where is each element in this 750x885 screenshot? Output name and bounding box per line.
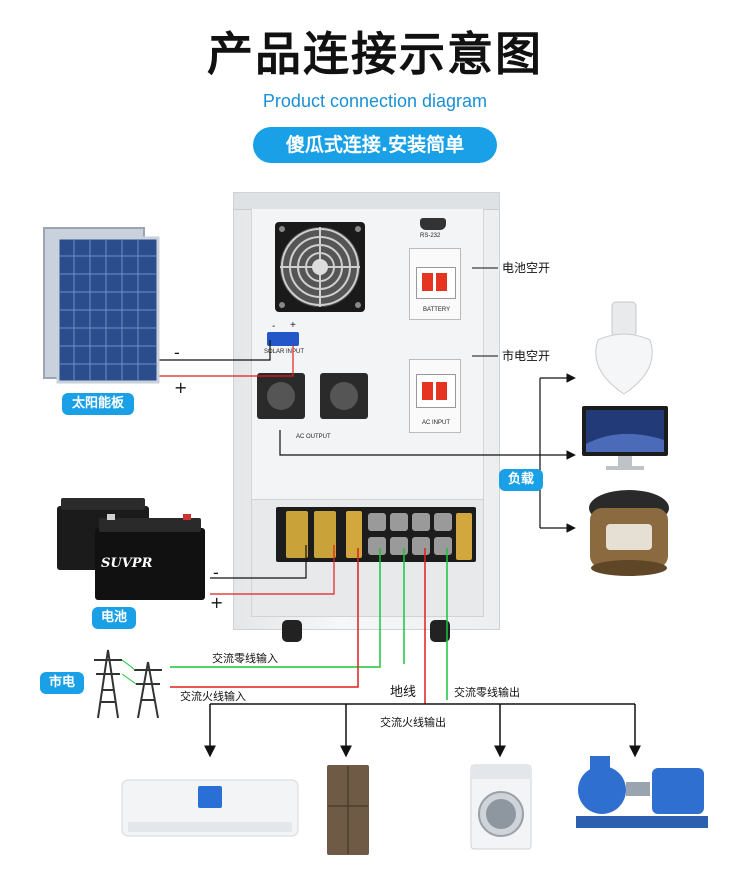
caster-wheel-icon [430, 620, 450, 642]
outlet-socket-icon [330, 382, 358, 410]
ac-output-wire [279, 430, 540, 456]
caster-wheel-icon [282, 620, 302, 642]
solar-neg-mark: - [272, 321, 276, 332]
breaker-toggle-icon[interactable] [422, 382, 433, 400]
terminal-screw-icon [390, 513, 408, 531]
solar-input-terminal [267, 332, 299, 346]
battery-breaker[interactable]: BATTERY [409, 248, 461, 320]
battery-pos-label: + [210, 593, 224, 612]
page-subtitle: Product connection diagram [262, 91, 488, 111]
battery-breaker-label: BATTERY [423, 307, 451, 313]
solar-panel-icon [42, 226, 160, 388]
solar-pos-label: + [174, 378, 188, 397]
battery-pos-wire [210, 545, 335, 595]
ac-input-breaker-label: AC INPUT [422, 420, 451, 426]
solar-neg-label: - [174, 343, 180, 362]
solar-panel-tag: 太阳能板 [62, 393, 134, 415]
rs232-port-icon [420, 218, 446, 230]
inverter-cabinet: RS-232 BATTERY - + SOLAR INPUT AC OUTPUT… [233, 192, 500, 630]
terminal-screw-icon [368, 537, 386, 555]
solar-pos-wire [152, 345, 294, 377]
rs232-label: RS-232 [420, 233, 441, 239]
outlet-socket-icon [267, 382, 295, 410]
battery-lug-icon [286, 511, 308, 558]
air-conditioner-icon [120, 778, 300, 844]
monitor-icon [580, 404, 670, 478]
ac-live-in-wire [170, 548, 359, 688]
terminal-screw-icon [412, 513, 430, 531]
water-pump-icon [572, 738, 712, 842]
power-tower-icon [88, 640, 178, 724]
refrigerator-icon [326, 764, 370, 860]
ac-neutral-in-wire [170, 548, 381, 668]
breaker-toggle-icon[interactable] [422, 273, 433, 291]
ac-outlet[interactable] [320, 373, 368, 419]
terminal-screw-icon [368, 513, 386, 531]
breaker-toggle-icon[interactable] [436, 273, 447, 291]
ground-label: 地线 [390, 685, 417, 700]
rice-cooker-icon [584, 484, 674, 584]
ac-neutral-out-label: 交流零线输出 [454, 686, 520, 699]
ac-live-out-label: 交流火线输出 [380, 716, 446, 729]
washing-machine-icon [470, 764, 532, 854]
solar-pos-mark: + [290, 320, 296, 331]
battery-brand-label: SUVPR [101, 556, 153, 571]
battery-neg-label: - [213, 563, 219, 582]
ac-input-breaker[interactable]: AC INPUT [409, 359, 461, 433]
ac-output-label: AC OUTPUT [296, 434, 331, 440]
mains-switch-label: 市电空开 [502, 349, 551, 363]
battery-tag: 电池 [92, 607, 136, 629]
battery-icon [55, 496, 210, 610]
page-title: 产品连接示意图 [207, 27, 543, 81]
breaker-toggle-icon[interactable] [436, 382, 447, 400]
battery-switch-label: 电池空开 [502, 261, 551, 275]
light-bulb-icon [588, 300, 660, 404]
ac-neutral-in-label: 交流零线输入 [212, 652, 278, 665]
battery-lug-icon [314, 511, 336, 558]
terminal-screw-icon [346, 511, 362, 558]
feature-badge: 傻瓜式连接.安装简单 [253, 127, 497, 163]
solar-neg-wire [152, 340, 271, 361]
cooling-fan-icon [274, 221, 366, 317]
terminal-screw-icon [434, 513, 452, 531]
mains-tag: 市电 [40, 672, 84, 694]
battery-neg-wire [210, 545, 307, 579]
solar-input-label: SOLAR INPUT [264, 349, 305, 355]
terminal-screw-icon [456, 513, 472, 560]
load-tag: 负载 [499, 469, 543, 491]
ac-outlet[interactable] [257, 373, 305, 419]
ac-live-in-label: 交流火线输入 [180, 690, 246, 703]
